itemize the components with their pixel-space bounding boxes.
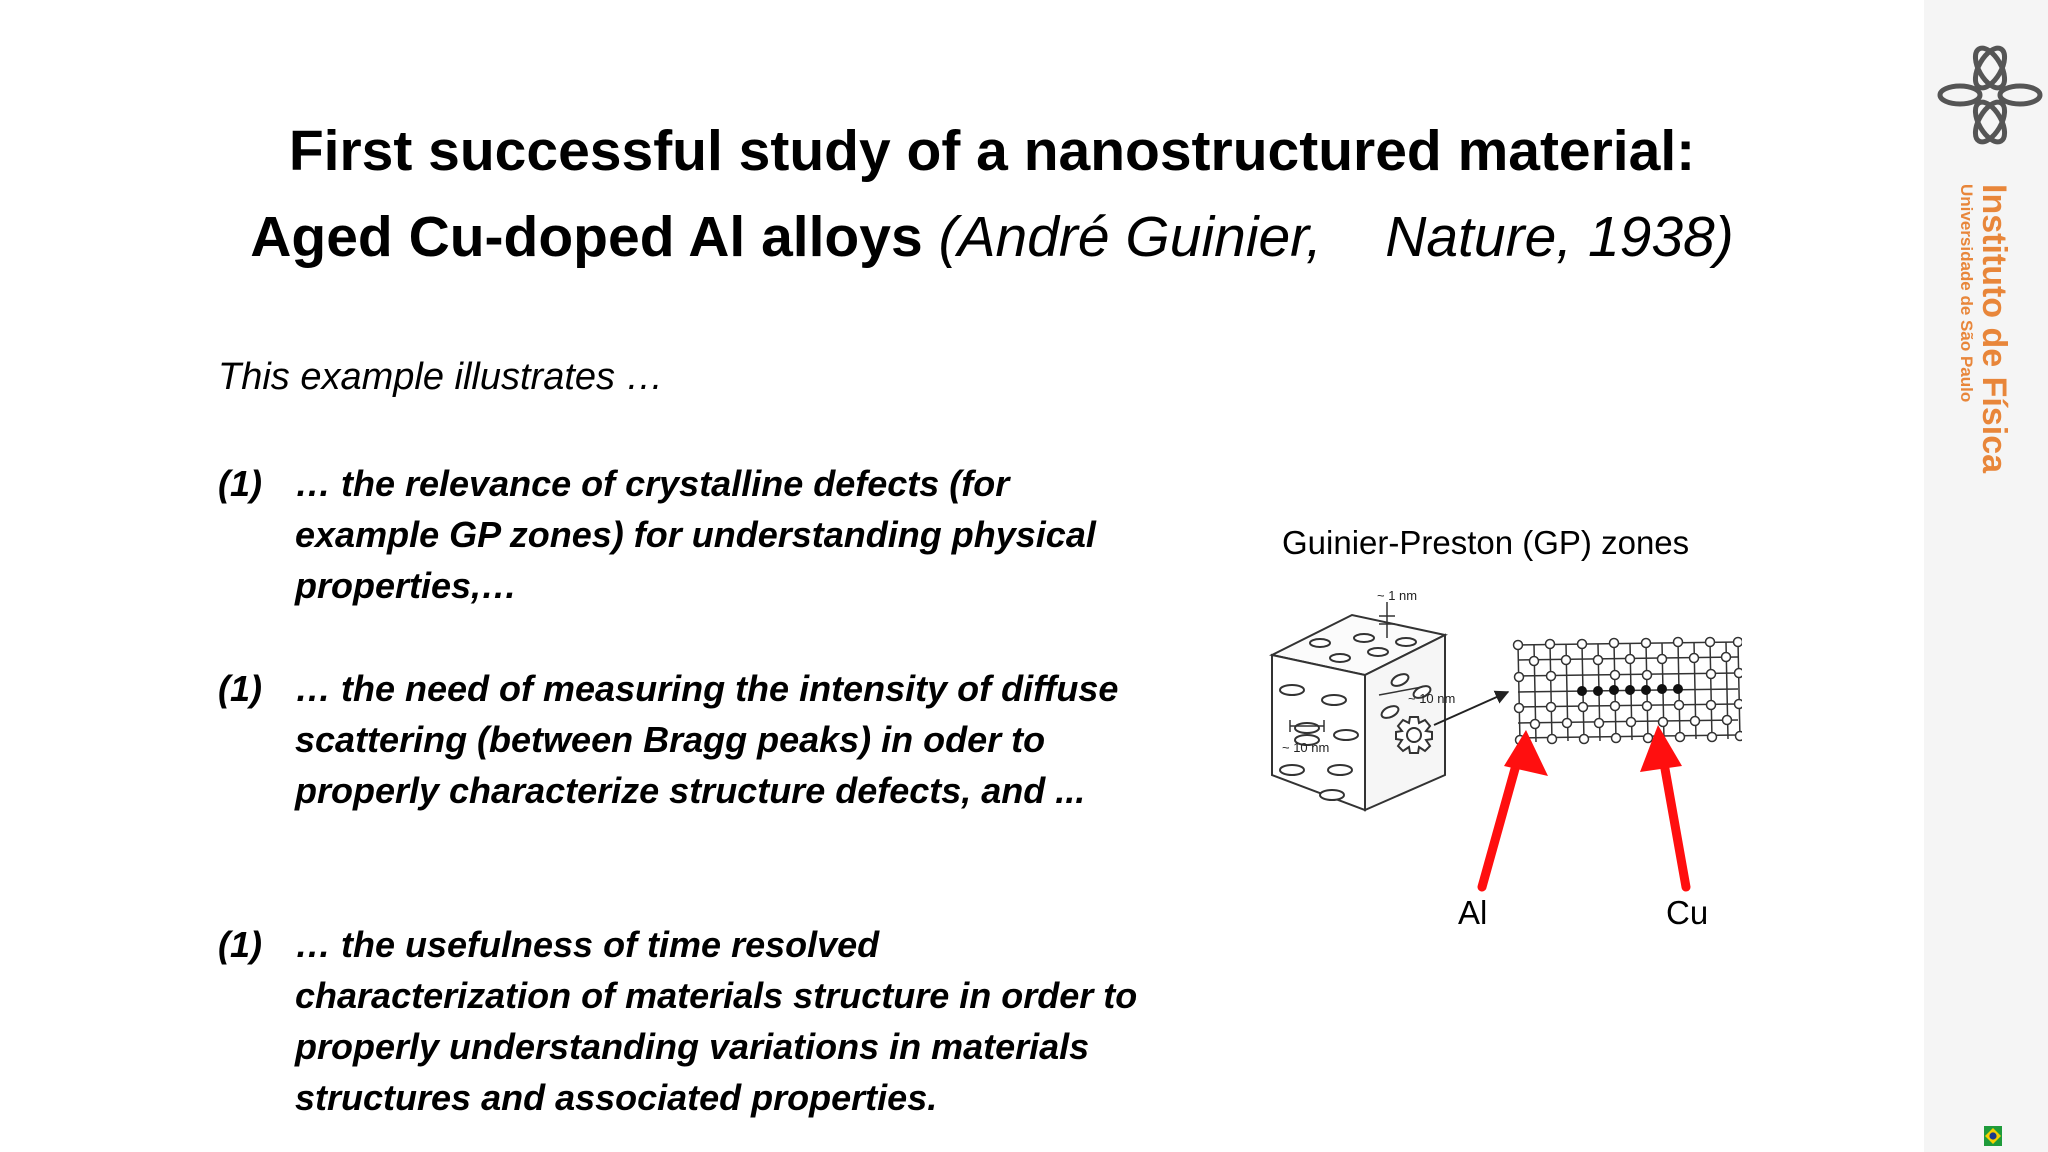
magnify-arrow bbox=[1433, 690, 1510, 726]
list-item-number: (1) bbox=[218, 463, 262, 504]
dimension-label-1nm: ~ 1 nm bbox=[1377, 588, 1417, 603]
label-al: Al bbox=[1458, 894, 1488, 931]
list-item-text: … the usefulness of time resolved charac… bbox=[295, 924, 1138, 1118]
institute-name: Instituto de Física bbox=[1975, 184, 2013, 474]
pointer-arrow-al bbox=[1477, 730, 1548, 892]
figure-caption: Guinier-Preston (GP) zones bbox=[1282, 524, 1690, 561]
slide-title: First successful study of a nanostructur… bbox=[150, 108, 1834, 280]
brazil-flag-icon bbox=[1984, 1126, 2002, 1146]
list-item: (1) … the relevance of crystalline defec… bbox=[218, 458, 1158, 611]
slide: First successful study of a nanostructur… bbox=[150, 108, 1834, 1123]
pointer-arrow-cu bbox=[1640, 725, 1691, 892]
list-item-text: … the relevance of crystalline defects (… bbox=[295, 463, 1096, 606]
title-line-1: First successful study of a nanostructur… bbox=[288, 119, 1696, 183]
title-subject: Aged Cu-doped Al alloys bbox=[250, 205, 923, 269]
title-citation: (André Guinier, Nature, 1938) bbox=[922, 205, 1734, 269]
dimension-label-10nm-front: ~ 10 nm bbox=[1282, 740, 1329, 755]
list-item-text: … the need of measuring the intensity of… bbox=[295, 668, 1119, 811]
gp-zones-figure: ~ 1 nm ~ 10 nm ~ 10 nm bbox=[1269, 588, 1742, 892]
crystal-cube bbox=[1269, 613, 1448, 812]
dimension-label-10nm-side: ~ 10 nm bbox=[1408, 691, 1455, 706]
atomic-lattice bbox=[1512, 636, 1742, 746]
list-item-number: (1) bbox=[218, 668, 262, 709]
list-item-number: (1) bbox=[218, 924, 262, 965]
gear-icon bbox=[1395, 716, 1433, 754]
dimension-marks bbox=[1289, 602, 1423, 732]
institute-side-band bbox=[1924, 0, 2048, 1152]
gp-zone-platelets bbox=[1279, 633, 1432, 801]
institute-subtitle: Universidade de São Paulo bbox=[1957, 184, 1976, 403]
label-cu: Cu bbox=[1666, 894, 1709, 931]
list-item: (1) … the need of measuring the intensit… bbox=[218, 663, 1158, 816]
intro-text: This example illustrates … bbox=[218, 356, 664, 398]
list-item: (1) … the usefulness of time resolved ch… bbox=[218, 919, 1158, 1123]
institute-logo-icon bbox=[1937, 45, 2043, 145]
title-line-2: Aged Cu-doped Al alloys (André Guinier, … bbox=[150, 194, 1834, 280]
